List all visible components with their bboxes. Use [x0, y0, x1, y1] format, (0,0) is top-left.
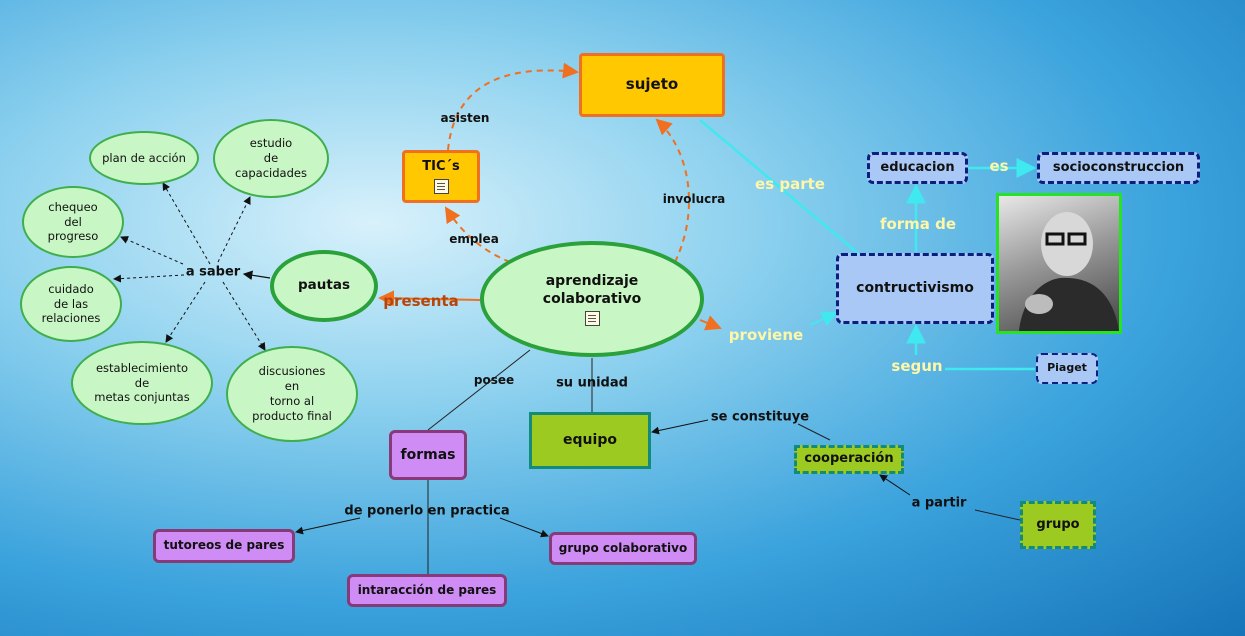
node-educacion[interactable]: educacion	[867, 152, 968, 184]
link-es-parte	[699, 119, 861, 256]
node-aprendizaje-label: aprendizaje colaborativo	[542, 272, 642, 307]
node-tics[interactable]: TIC´s	[402, 150, 480, 203]
label-emplea: emplea	[449, 232, 499, 246]
link-asaber-discusiones	[222, 281, 266, 351]
label-posee: posee	[473, 373, 515, 387]
node-metas-conjuntas[interactable]: establecimiento de metas conjuntas	[71, 341, 213, 425]
node-piaget[interactable]: Piaget	[1036, 353, 1098, 384]
node-interaccion-pares[interactable]: intaracción de pares	[347, 574, 507, 607]
node-grupo-label: grupo	[1036, 516, 1080, 532]
document-icon[interactable]	[433, 178, 449, 194]
document-icon[interactable]	[584, 311, 600, 327]
node-cooperacion-label: cooperación	[804, 451, 894, 467]
link-asaber-cuidado	[113, 274, 185, 283]
node-socioconstruccion[interactable]: socioconstruccion	[1037, 152, 1200, 184]
node-pautas-label: pautas	[298, 277, 350, 294]
label-su-unidad: su unidad	[556, 375, 628, 391]
node-contructivismo-label: contructivismo	[856, 280, 974, 297]
node-sujeto[interactable]: sujeto	[579, 53, 725, 117]
node-chequeo-label: chequeo del progreso	[47, 199, 99, 244]
label-a-saber: a saber	[185, 264, 241, 280]
label-es: es	[989, 157, 1009, 175]
portrait-figure	[1019, 212, 1119, 331]
link-asaber-estudio	[217, 196, 251, 263]
link-asisten	[447, 62, 579, 151]
node-estudio-label: estudio de capacidades	[235, 136, 307, 180]
label-presenta: presenta	[383, 292, 459, 310]
link-ponerlo-grupo	[499, 517, 549, 538]
node-discusiones-label: discusiones en torno al producto final	[252, 364, 332, 423]
link-partir-coop	[879, 474, 911, 496]
node-cuidado-label: cuidado de las relaciones	[41, 281, 101, 326]
node-formas[interactable]: formas	[389, 430, 467, 480]
link-ponerlo-tutoreos	[295, 517, 361, 535]
label-proviene: proviene	[728, 326, 804, 344]
piaget-photo	[996, 193, 1122, 334]
link-emplea	[444, 206, 511, 263]
label-a-partir: a partir	[911, 495, 967, 511]
node-plan-de-accion[interactable]: plan de acción	[89, 131, 199, 185]
label-asisten: asisten	[440, 111, 490, 125]
label-de-ponerlo: de ponerlo en practica	[344, 503, 510, 519]
node-tutoreos-de-pares[interactable]: tutoreos de pares	[153, 529, 295, 563]
link-presenta	[378, 290, 481, 307]
node-metas-label: establecimiento de metas conjuntas	[94, 360, 190, 405]
node-tics-label: TIC´s	[422, 159, 460, 175]
link-a-partir	[974, 509, 1021, 521]
link-asaber-plan	[162, 182, 211, 265]
node-grupo-colaborativo[interactable]: grupo colaborativo	[549, 532, 697, 565]
node-discusiones[interactable]: discusiones en torno al producto final	[226, 346, 358, 442]
label-segun: segun	[891, 357, 943, 375]
link-asaber-chequeo	[120, 236, 184, 265]
node-plan-label: plan de acción	[102, 150, 186, 165]
node-tutoreos-label: tutoreos de pares	[163, 538, 285, 553]
label-es-parte: es parte	[755, 175, 825, 193]
link-se-constituye	[797, 423, 831, 441]
label-involucra: involucra	[662, 192, 726, 206]
node-grupo-colab-label: grupo colaborativo	[558, 540, 688, 555]
node-equipo-label: equipo	[563, 432, 617, 449]
node-cuidado-relaciones[interactable]: cuidado de las relaciones	[20, 266, 122, 342]
node-cooperacion[interactable]: cooperación	[794, 445, 904, 474]
node-aprendizaje-colaborativo[interactable]: aprendizaje colaborativo	[480, 241, 704, 357]
node-contructivismo[interactable]: contructivismo	[836, 253, 994, 324]
node-educacion-label: educacion	[880, 159, 955, 175]
label-forma-de: forma de	[879, 215, 957, 233]
node-pautas[interactable]: pautas	[270, 250, 378, 322]
node-formas-label: formas	[400, 446, 456, 463]
node-chequeo-progreso[interactable]: chequeo del progreso	[22, 186, 124, 258]
node-sujeto-label: sujeto	[625, 75, 679, 94]
link-posee	[427, 349, 531, 431]
node-piaget-label: Piaget	[1047, 361, 1087, 375]
link-proviene-b	[809, 311, 838, 327]
link-proviene-a	[699, 315, 722, 331]
node-estudio-capacidades[interactable]: estudio de capacidades	[213, 119, 329, 198]
link-asaber-metas	[165, 281, 206, 343]
node-socio-label: socioconstruccion	[1052, 159, 1185, 175]
link-involucra	[655, 118, 690, 263]
node-interaccion-label: intaracción de pares	[357, 582, 497, 597]
link-pautas-asaber	[242, 270, 271, 281]
link-constituye-equipo	[651, 419, 709, 435]
label-se-constituye: se constituye	[710, 409, 810, 425]
node-equipo[interactable]: equipo	[529, 412, 651, 469]
node-grupo[interactable]: grupo	[1020, 501, 1096, 549]
